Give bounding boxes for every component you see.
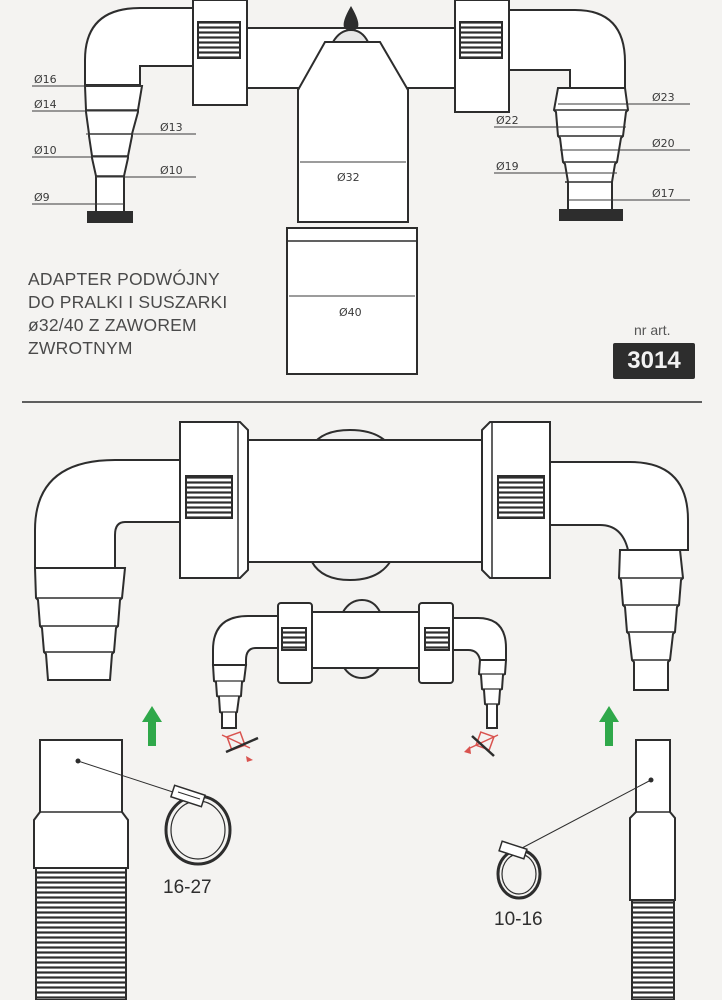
dim-right-3: Ø20 [652,137,675,150]
large-adapter-assembly [33,421,689,691]
dim-left-1: Ø16 [34,73,57,86]
large-center-body [244,439,484,563]
title-line-2: DO PRALKI I SUSZARKI [28,292,228,312]
no-cut-icon [464,731,499,757]
dim-right-2: Ø22 [496,114,519,127]
hose-clamp-icon [164,784,232,866]
dim-left-4: Ø10 [34,144,57,157]
left-spigot [83,85,144,213]
title-line-3: ø32/40 Z ZAWOREM [28,315,197,335]
article-number-badge: 3014 [613,343,695,379]
right-hose [629,739,676,1000]
left-large-spigot [33,567,127,681]
article-label: nr art. [634,322,671,338]
dim-left-2: Ø14 [34,98,57,111]
dim-left-3: Ø13 [160,121,183,134]
dim-center-lower: Ø40 [339,306,362,319]
dimension-lines [32,85,690,297]
right-spigot [552,87,630,211]
dim-right-1: Ø23 [652,91,675,104]
large-clamp-size: 16-27 [163,877,212,898]
small-adapter-assembly [211,598,508,729]
right-nut-thread [459,21,503,59]
right-large-spigot [617,549,685,691]
right-large-thread [497,475,545,519]
dim-right-5: Ø17 [652,187,675,200]
small-clamp-size: 10-16 [494,909,543,930]
dim-left-5: Ø10 [160,164,183,177]
small-center-body [311,611,421,669]
title-line-1: ADAPTER PODWÓJNY [28,269,220,289]
title-line-4: ZWROTNYM [28,338,133,358]
dim-left-6: Ø9 [34,191,50,204]
top-adapter-diagram [83,0,630,375]
lower-body-40 [286,227,418,375]
right-small-spigot [477,659,508,729]
up-arrow-icon [599,706,619,746]
left-large-elbow [34,459,183,569]
left-small-elbow [212,615,281,666]
hose-clamp-icon [496,840,542,900]
left-nut-thread [197,21,241,59]
right-large-elbow [549,461,689,551]
drop-icon [343,5,359,31]
up-arrow-icon [142,706,162,746]
left-large-thread [185,475,233,519]
product-title: ADAPTER PODWÓJNY DO PRALKI I SUSZARKI ø3… [28,268,288,360]
dim-right-4: Ø19 [496,160,519,173]
right-small-elbow [452,617,507,661]
left-hose [33,739,129,1000]
dim-center-upper: Ø32 [337,171,360,184]
no-cut-icon [221,731,259,762]
left-elbow-pipe [84,7,201,86]
right-elbow-pipe [508,9,626,89]
